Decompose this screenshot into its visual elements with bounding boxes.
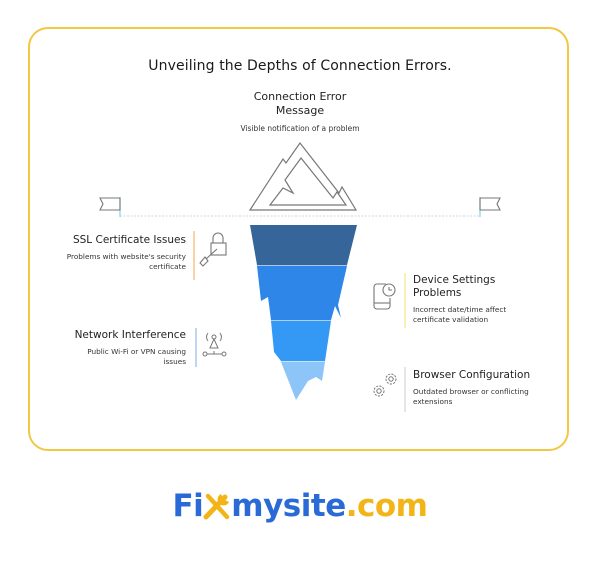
waterline — [119, 197, 481, 217]
mountain-peak-icon — [248, 141, 358, 211]
lock-key-icon — [199, 232, 227, 267]
iceberg-layer-1 — [250, 225, 357, 265]
browser-configuration-item: Browser Configuration Outdated browser o… — [413, 369, 531, 406]
phone-clock-icon — [373, 283, 396, 310]
network-antenna-icon — [202, 332, 227, 357]
flag-icon — [99, 197, 121, 211]
peak-title: Connection Error Message — [253, 90, 347, 117]
flag-icon — [479, 197, 501, 211]
fixmysite-logo[interactable]: Fi mysite.com — [172, 488, 428, 524]
network-interference-item: Network Interference Public Wi-Fi or VPN… — [74, 329, 186, 366]
iceberg-layer-2 — [257, 266, 347, 320]
page-title: Unveiling the Depths of Connection Error… — [148, 58, 452, 74]
wrench-screwdriver-icon — [203, 493, 230, 520]
gears-icon — [373, 373, 397, 397]
ssl-certificate-item: SSL Certificate Issues Problems with web… — [66, 234, 186, 271]
peak-description: Visible notification of a problem — [240, 124, 360, 133]
iceberg-layer-4 — [281, 362, 325, 400]
iceberg-layer-3 — [271, 321, 331, 361]
device-settings-item: Device Settings Problems Incorrect date/… — [413, 274, 507, 324]
